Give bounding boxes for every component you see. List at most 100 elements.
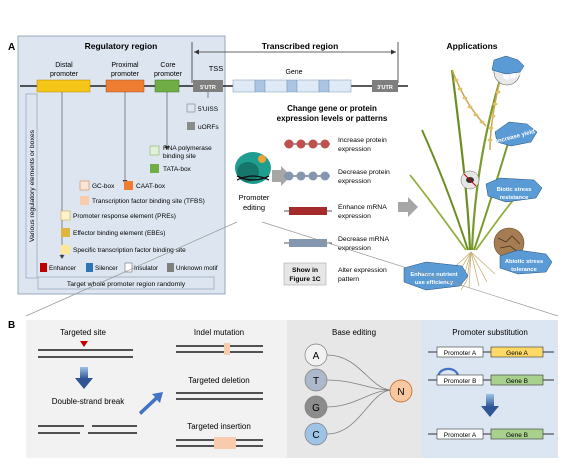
unknown-label: Unknown motif xyxy=(176,265,218,272)
down-arrow-head xyxy=(75,378,93,389)
distal-label-2: promoter xyxy=(50,71,79,78)
dec-mrna-label-1: Decrease mRNA xyxy=(338,236,389,243)
cas9-complex-icon xyxy=(235,152,271,184)
gene-a-box xyxy=(490,346,544,358)
base-editing-connectors xyxy=(326,354,393,435)
show-in-label-2: Figure 1C xyxy=(289,276,320,283)
change-title-2: expression levels or patterns xyxy=(277,114,388,123)
base-t-label: T xyxy=(313,376,319,387)
promoter-a-box-2 xyxy=(436,428,484,440)
dsb-label: Double-strand break xyxy=(52,397,125,406)
show-in-box xyxy=(283,262,327,286)
alter-label-1: Alter expression xyxy=(338,267,387,274)
utr5-segment xyxy=(193,80,223,92)
core-label-1: Core xyxy=(160,62,175,69)
substitution-title: Promoter substitution xyxy=(452,328,528,337)
proximal-label-1: Proximal xyxy=(111,62,139,69)
target-whole-label: Target whole promoter region randomly xyxy=(67,281,186,288)
callout-line-right xyxy=(261,221,559,317)
change-title-1: Change gene or protein xyxy=(287,104,377,113)
nutrient-banner xyxy=(403,261,469,291)
targeted-site-label: Targeted site xyxy=(60,328,106,337)
tss-label: TSS xyxy=(209,64,224,73)
vertical-label-box xyxy=(25,93,38,279)
base-g-circle xyxy=(304,395,328,419)
promoter-a-label-2: Promoter A xyxy=(444,432,477,439)
enhance-mrna-icon xyxy=(284,207,332,215)
callout-line-left xyxy=(25,221,238,317)
application-arrow xyxy=(398,197,418,217)
insulator-swatch xyxy=(124,262,133,273)
base-c-label: C xyxy=(312,430,319,441)
core-promoter-segment xyxy=(154,79,180,93)
rna-pol-label-1: RNA polymerase xyxy=(163,145,212,152)
nutrient-label-1: Enhance nutrient xyxy=(410,272,457,278)
tfbs-swatch xyxy=(80,196,89,205)
panel-a-letter: A xyxy=(8,42,15,53)
abiotic-label-2: tolerance xyxy=(511,267,538,273)
abiotic-label-1: Abiotic stress xyxy=(505,259,543,265)
base-n-label: N xyxy=(397,387,404,398)
nutrient-label-2: use efficiency xyxy=(415,280,454,286)
pre-swatch xyxy=(60,210,71,221)
gene-a-label: Gene A xyxy=(506,350,528,357)
sub-down-arrow-shaft xyxy=(486,394,494,407)
gene-b-label-2: Gene B xyxy=(506,432,528,439)
uiss-box xyxy=(186,103,196,113)
gene-b-label-1: Gene B xyxy=(506,378,528,385)
enh-mrna-label-2: expression xyxy=(338,213,371,220)
proximal-label-2: promoter xyxy=(111,71,140,78)
promoter-editing-label-1: Promoter xyxy=(239,193,270,202)
caat-box-swatch xyxy=(124,181,133,190)
diagonal-arrow xyxy=(139,392,163,415)
bracket-arrow-left xyxy=(194,49,199,55)
tata-box xyxy=(150,164,159,173)
ebe-label: Effector binding element (EBEs) xyxy=(73,230,165,237)
bracket-arrow-right xyxy=(391,49,396,55)
base-g-label: G xyxy=(312,403,320,414)
biotic-label-2: resistance xyxy=(500,195,529,201)
gc-box-label: GC-box xyxy=(92,183,115,190)
pre-label: Promoter response element (PREs) xyxy=(73,213,176,220)
base-t-circle xyxy=(304,368,328,392)
element-connectors xyxy=(61,92,209,255)
distal-label-1: Distal xyxy=(55,62,73,69)
tata-label: TATA-box xyxy=(163,166,192,173)
base-a-circle xyxy=(304,343,328,367)
target-whole-box xyxy=(37,276,215,290)
indel-mark xyxy=(224,343,230,355)
indel-label: Indel mutation xyxy=(194,328,244,337)
increase-protein-icon xyxy=(284,139,330,149)
caat-box-label: CAAT-box xyxy=(136,183,166,190)
core-label-2: promoter xyxy=(154,71,183,78)
uorfs-box xyxy=(187,122,195,130)
base-c-circle xyxy=(304,422,328,446)
enhancer-label: Enhancer xyxy=(49,265,76,272)
decrease-mrna-icon xyxy=(284,239,332,247)
rna-pol-box xyxy=(149,145,160,156)
biotic-label-1: Biotic stress xyxy=(497,187,532,193)
yield-banner xyxy=(494,121,538,147)
promoter-editing-label-2: editing xyxy=(243,203,265,212)
down-arrow-shaft xyxy=(80,367,88,379)
gene-label: Gene xyxy=(285,69,302,76)
silencer-swatch xyxy=(86,263,93,272)
insulator-label: Insulator xyxy=(134,265,158,272)
silencer-label: Silencer xyxy=(95,265,118,272)
abiotic-banner xyxy=(499,249,553,275)
inc-protein-label-2: expression xyxy=(338,146,371,153)
targeted-site-marker xyxy=(80,341,88,347)
dec-protein-label-2: expression xyxy=(338,178,371,185)
biotic-banner xyxy=(485,177,543,203)
base-a-label: A xyxy=(313,351,320,362)
promoter-a-box-1 xyxy=(436,346,484,358)
uiss-label: 5'UISS xyxy=(198,106,219,113)
unknown-swatch xyxy=(167,263,174,272)
editing-arrow xyxy=(272,166,291,186)
decrease-protein-icon xyxy=(284,171,330,181)
applications-title: Applications xyxy=(446,41,497,51)
vertical-label: Various regulatory elements or boxes xyxy=(29,129,36,242)
promoter-b-label: Promoter B xyxy=(444,378,477,385)
gc-box-swatch xyxy=(79,180,90,191)
